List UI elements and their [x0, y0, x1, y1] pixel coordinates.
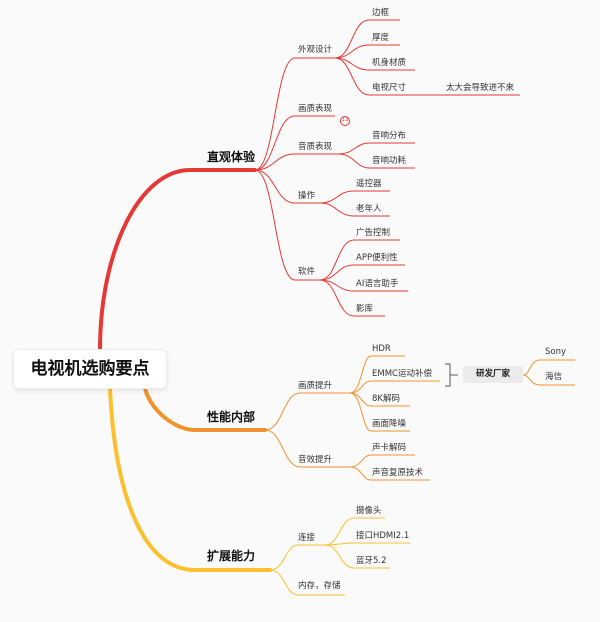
- leaf-bezel[interactable]: 边框: [372, 8, 390, 18]
- node-memory-storage[interactable]: 内存，存储: [298, 581, 341, 591]
- node-sound-performance[interactable]: 音质表现: [298, 142, 333, 152]
- node-connection[interactable]: 连接: [298, 533, 316, 543]
- node-appearance-design[interactable]: 外观设计: [298, 45, 333, 55]
- branch-expansion[interactable]: 扩展能力: [207, 549, 256, 563]
- branch-line-performance: [143, 386, 267, 432]
- summary-manufacturers[interactable]: 研发厂家: [463, 366, 523, 383]
- leaf-ai-assistant[interactable]: AI语言助手: [356, 279, 399, 289]
- branch-direct-experience[interactable]: 直观体验: [207, 150, 256, 164]
- leaf-bluetooth[interactable]: 蓝牙5.2: [356, 556, 387, 566]
- leaf-remote[interactable]: 遥控器: [356, 179, 382, 189]
- leaf-sound-restoration[interactable]: 声音复原技术: [372, 468, 424, 478]
- leaf-thickness[interactable]: 厚度: [372, 33, 390, 43]
- leaf-ad-control[interactable]: 广告控制: [356, 228, 391, 238]
- leaf-elderly[interactable]: 老年人: [356, 204, 382, 214]
- root-node[interactable]: 电视机选购要点: [14, 350, 166, 388]
- branch-line-expansion: [108, 386, 272, 572]
- leaf-app-convenience[interactable]: APP便利性: [356, 253, 398, 263]
- node-sound-enhancement[interactable]: 音效提升: [298, 455, 333, 465]
- node-picture-performance[interactable]: 画质表现: [298, 104, 333, 114]
- branch-performance[interactable]: 性能内部: [207, 410, 256, 424]
- leaf-noise-reduction[interactable]: 画面降噪: [372, 419, 407, 429]
- node-picture-enhancement[interactable]: 画质提升: [298, 381, 333, 391]
- leaf-emmc-motion[interactable]: EMMC运动补偿: [372, 369, 432, 379]
- branch-line-direct-experience: [98, 168, 257, 352]
- node-software[interactable]: 软件: [298, 267, 316, 277]
- leaf-speaker-layout[interactable]: 音响分布: [372, 131, 407, 141]
- leaf-8k-decode[interactable]: 8K解码: [372, 394, 400, 404]
- leaf-speaker-power[interactable]: 音响功耗: [372, 156, 407, 166]
- node-operation[interactable]: 操作: [298, 191, 316, 201]
- leaf-body-material[interactable]: 机身材质: [372, 58, 407, 68]
- leaf-hdr[interactable]: HDR: [372, 344, 391, 354]
- leaf-tv-size[interactable]: 电视尺寸: [372, 83, 407, 93]
- note-too-large[interactable]: 太大会导致进不来: [446, 83, 515, 93]
- leaf-camera[interactable]: 摄像头: [356, 506, 382, 516]
- leaf-sony[interactable]: Sony: [545, 347, 567, 357]
- comment-count-badge[interactable]: 13: [340, 116, 350, 126]
- leaf-sound-card-decode[interactable]: 声卡解码: [372, 443, 407, 453]
- leaf-video-library[interactable]: 影库: [356, 304, 374, 314]
- leaf-hisense[interactable]: 海信: [545, 372, 563, 382]
- leaf-hdmi[interactable]: 接口HDMI2.1: [356, 531, 410, 541]
